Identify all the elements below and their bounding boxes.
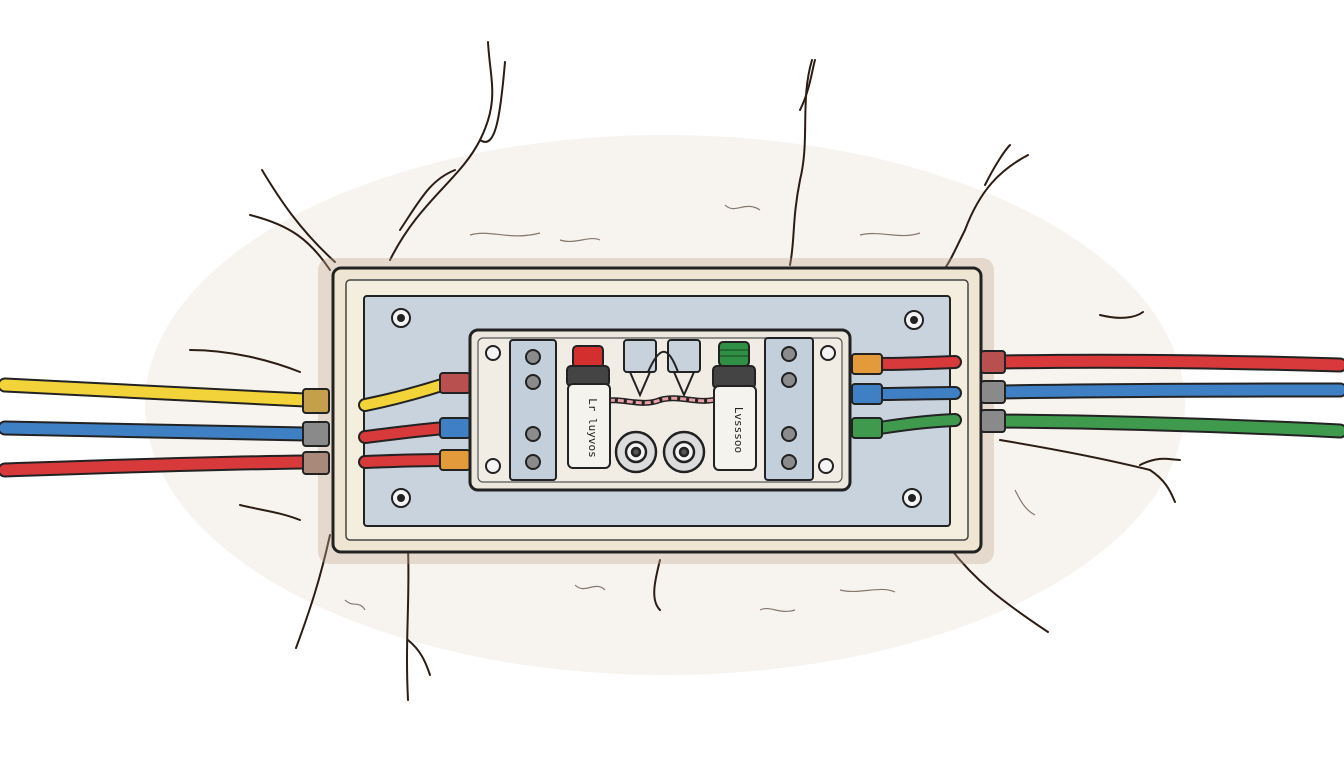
fuse-left: Lr luyvos	[566, 345, 611, 469]
terminal-screw-icon	[781, 346, 797, 362]
terminal-screw-icon	[525, 426, 541, 442]
wires-right-external	[992, 353, 1344, 439]
fuse-cap-green	[718, 341, 750, 367]
fuse-left-label: Lr luyvos	[586, 398, 599, 458]
fuse-cap-red	[572, 345, 604, 369]
terminal-screw-icon	[525, 374, 541, 390]
wire-ferrules-left	[439, 372, 471, 471]
wall-cracks	[189, 41, 1181, 701]
fuse-right: Lvsssoo	[712, 341, 757, 471]
terminal-strip-left	[509, 339, 557, 481]
screw-icon	[818, 458, 834, 474]
screw-icon	[485, 345, 501, 361]
terminal-screw-icon	[781, 426, 797, 442]
terminal-screw-icon	[781, 454, 797, 470]
wires-left-external	[0, 377, 313, 478]
fuse-right-label: Lvsssoo	[732, 407, 745, 453]
center-connector-clips	[623, 339, 701, 398]
cable-glands-left	[302, 388, 330, 475]
screw-icon	[820, 345, 836, 361]
round-connectors	[614, 430, 706, 474]
wire-ferrules-right	[851, 353, 883, 439]
terminal-strip-right	[764, 337, 814, 481]
box-screws	[391, 308, 924, 508]
terminal-screw-icon	[781, 372, 797, 388]
cable-glands-right	[980, 350, 1006, 433]
terminal-block: Lr luyvos Lvsssoo	[468, 328, 852, 492]
screw-icon	[485, 458, 501, 474]
wires-left-internal	[358, 377, 452, 469]
terminal-screw-icon	[525, 454, 541, 470]
wall-scratches	[344, 204, 1036, 613]
wires-right-internal	[873, 355, 962, 435]
terminal-screw-icon	[525, 349, 541, 365]
